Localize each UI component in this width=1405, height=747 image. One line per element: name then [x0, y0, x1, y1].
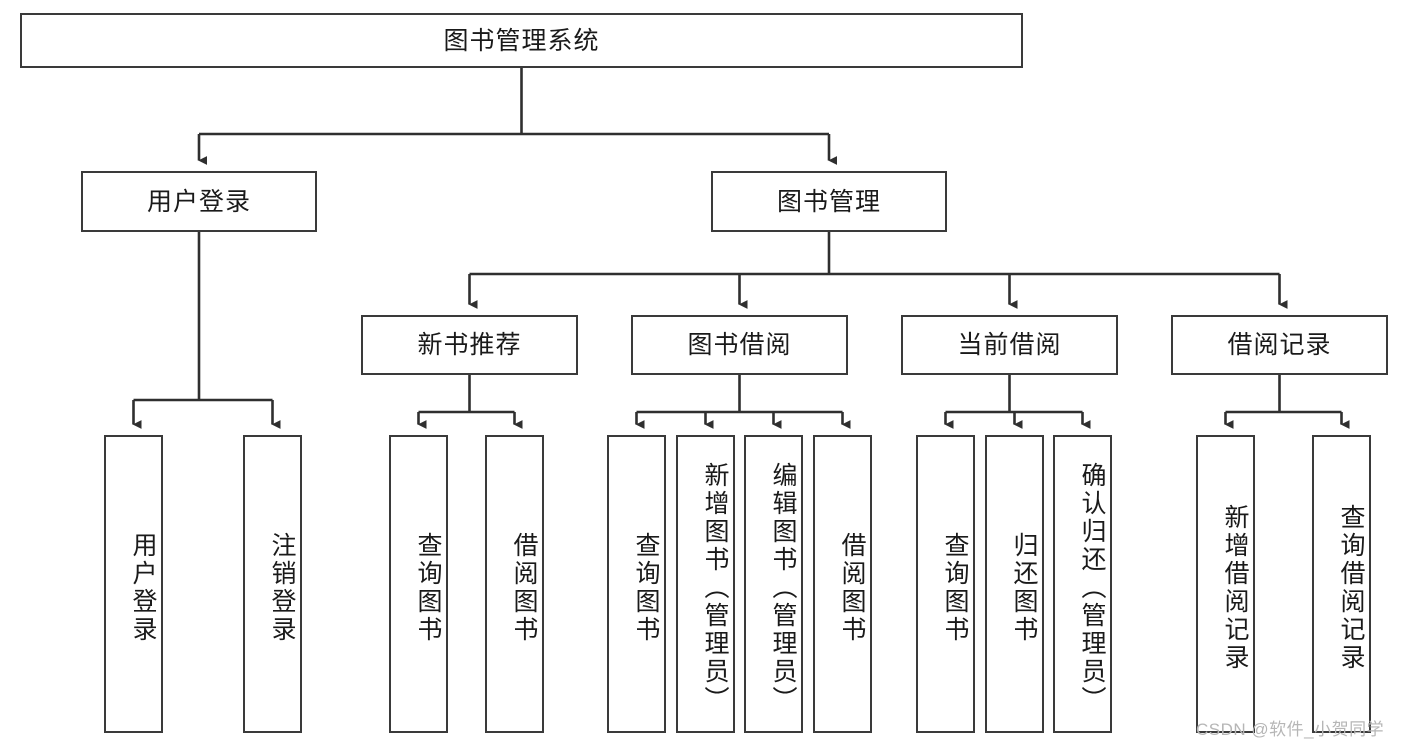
leaf-查询图书-4[interactable]: 查询图书	[607, 435, 666, 733]
leaf-确认归还管理员-10[interactable]: 确认归还（管理员）	[1053, 435, 1112, 733]
leaf-借阅图书-3[interactable]: 借阅图书	[485, 435, 544, 733]
leaf-确认归还管理员-10-label: 确认归还（管理员）	[1078, 462, 1106, 714]
csdn-watermark: CSDN @软件_小贺同学	[1196, 720, 1385, 739]
node-图书管理-label: 图书管理	[776, 187, 881, 216]
node-图书借阅[interactable]: 图书借阅	[631, 315, 848, 375]
node-用户登录[interactable]: 用户登录	[81, 171, 317, 232]
leaf-查询图书-8[interactable]: 查询图书	[916, 435, 975, 733]
leaf-借阅图书-3-label: 借阅图书	[510, 532, 538, 644]
node-用户登录-label: 用户登录	[146, 187, 251, 216]
leaf-编辑图书管理员-6-label: 编辑图书（管理员）	[769, 462, 797, 714]
node-当前借阅-label: 当前借阅	[957, 331, 1062, 359]
leaf-借阅图书-7-label: 借阅图书	[838, 532, 866, 644]
leaf-查询图书-4-label: 查询图书	[632, 532, 660, 644]
leaf-归还图书-9[interactable]: 归还图书	[985, 435, 1044, 733]
node-图书管理[interactable]: 图书管理	[711, 171, 947, 232]
node-新书推荐[interactable]: 新书推荐	[361, 315, 578, 375]
node-root-图书管理系统-label: 图书管理系统	[443, 26, 600, 55]
leaf-新增借阅记录-11-label: 新增借阅记录	[1221, 504, 1249, 672]
node-借阅记录-label: 借阅记录	[1227, 331, 1332, 359]
leaf-查询图书-2[interactable]: 查询图书	[389, 435, 448, 733]
leaf-新增借阅记录-11[interactable]: 新增借阅记录	[1196, 435, 1255, 733]
leaf-查询图书-8-label: 查询图书	[941, 532, 969, 644]
leaf-借阅图书-7[interactable]: 借阅图书	[813, 435, 872, 733]
node-当前借阅[interactable]: 当前借阅	[901, 315, 1118, 375]
leaf-新增图书管理员-5[interactable]: 新增图书（管理员）	[676, 435, 735, 733]
node-图书借阅-label: 图书借阅	[687, 331, 792, 359]
node-新书推荐-label: 新书推荐	[417, 331, 522, 359]
leaf-注销登录-1[interactable]: 注销登录	[243, 435, 302, 733]
leaf-注销登录-1-label: 注销登录	[268, 532, 296, 644]
leaf-查询借阅记录-12[interactable]: 查询借阅记录	[1312, 435, 1371, 733]
leaf-用户登录-0[interactable]: 用户登录	[104, 435, 163, 733]
leaf-查询图书-2-label: 查询图书	[414, 532, 442, 644]
node-借阅记录[interactable]: 借阅记录	[1171, 315, 1388, 375]
node-root-图书管理系统[interactable]: 图书管理系统	[20, 13, 1023, 68]
leaf-用户登录-0-label: 用户登录	[129, 532, 157, 644]
leaf-归还图书-9-label: 归还图书	[1010, 532, 1038, 644]
leaf-新增图书管理员-5-label: 新增图书（管理员）	[701, 462, 729, 714]
leaf-查询借阅记录-12-label: 查询借阅记录	[1337, 504, 1365, 672]
leaf-编辑图书管理员-6[interactable]: 编辑图书（管理员）	[744, 435, 803, 733]
